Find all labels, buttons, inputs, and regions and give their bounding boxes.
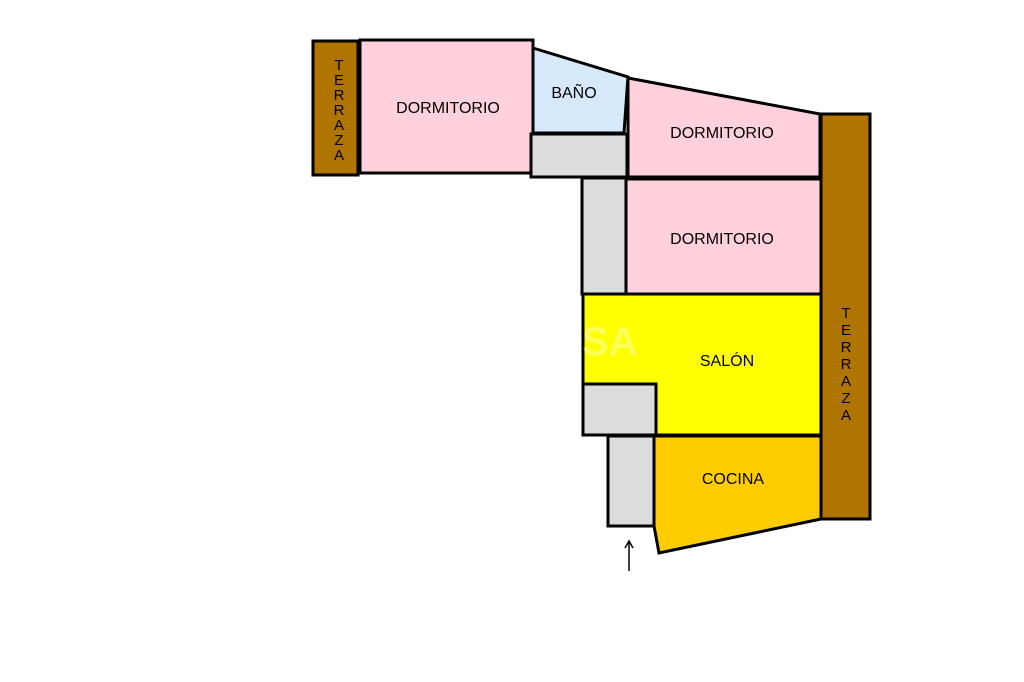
terrace-left xyxy=(311,39,360,177)
living-room-label: SALÓN xyxy=(700,351,754,370)
arrow-up-icon xyxy=(624,539,634,571)
bedroom-1-label: DORMITORIO xyxy=(396,100,500,117)
watermark-logo: SA xyxy=(582,320,638,364)
kitchen xyxy=(652,434,823,555)
bedroom-2-label: DORMITORIO xyxy=(670,125,774,142)
terrace-right xyxy=(819,112,872,521)
bedroom-1 xyxy=(358,38,535,175)
kitchen-label: COCINA xyxy=(702,471,765,488)
bathroom-label: BAÑO xyxy=(551,82,596,102)
corridor-vertical xyxy=(580,176,628,296)
bedroom-3-label: DORMITORIO xyxy=(670,231,774,248)
entrance-hall xyxy=(606,434,656,528)
corridor-top xyxy=(529,132,629,179)
corridor-bottom xyxy=(581,382,658,437)
